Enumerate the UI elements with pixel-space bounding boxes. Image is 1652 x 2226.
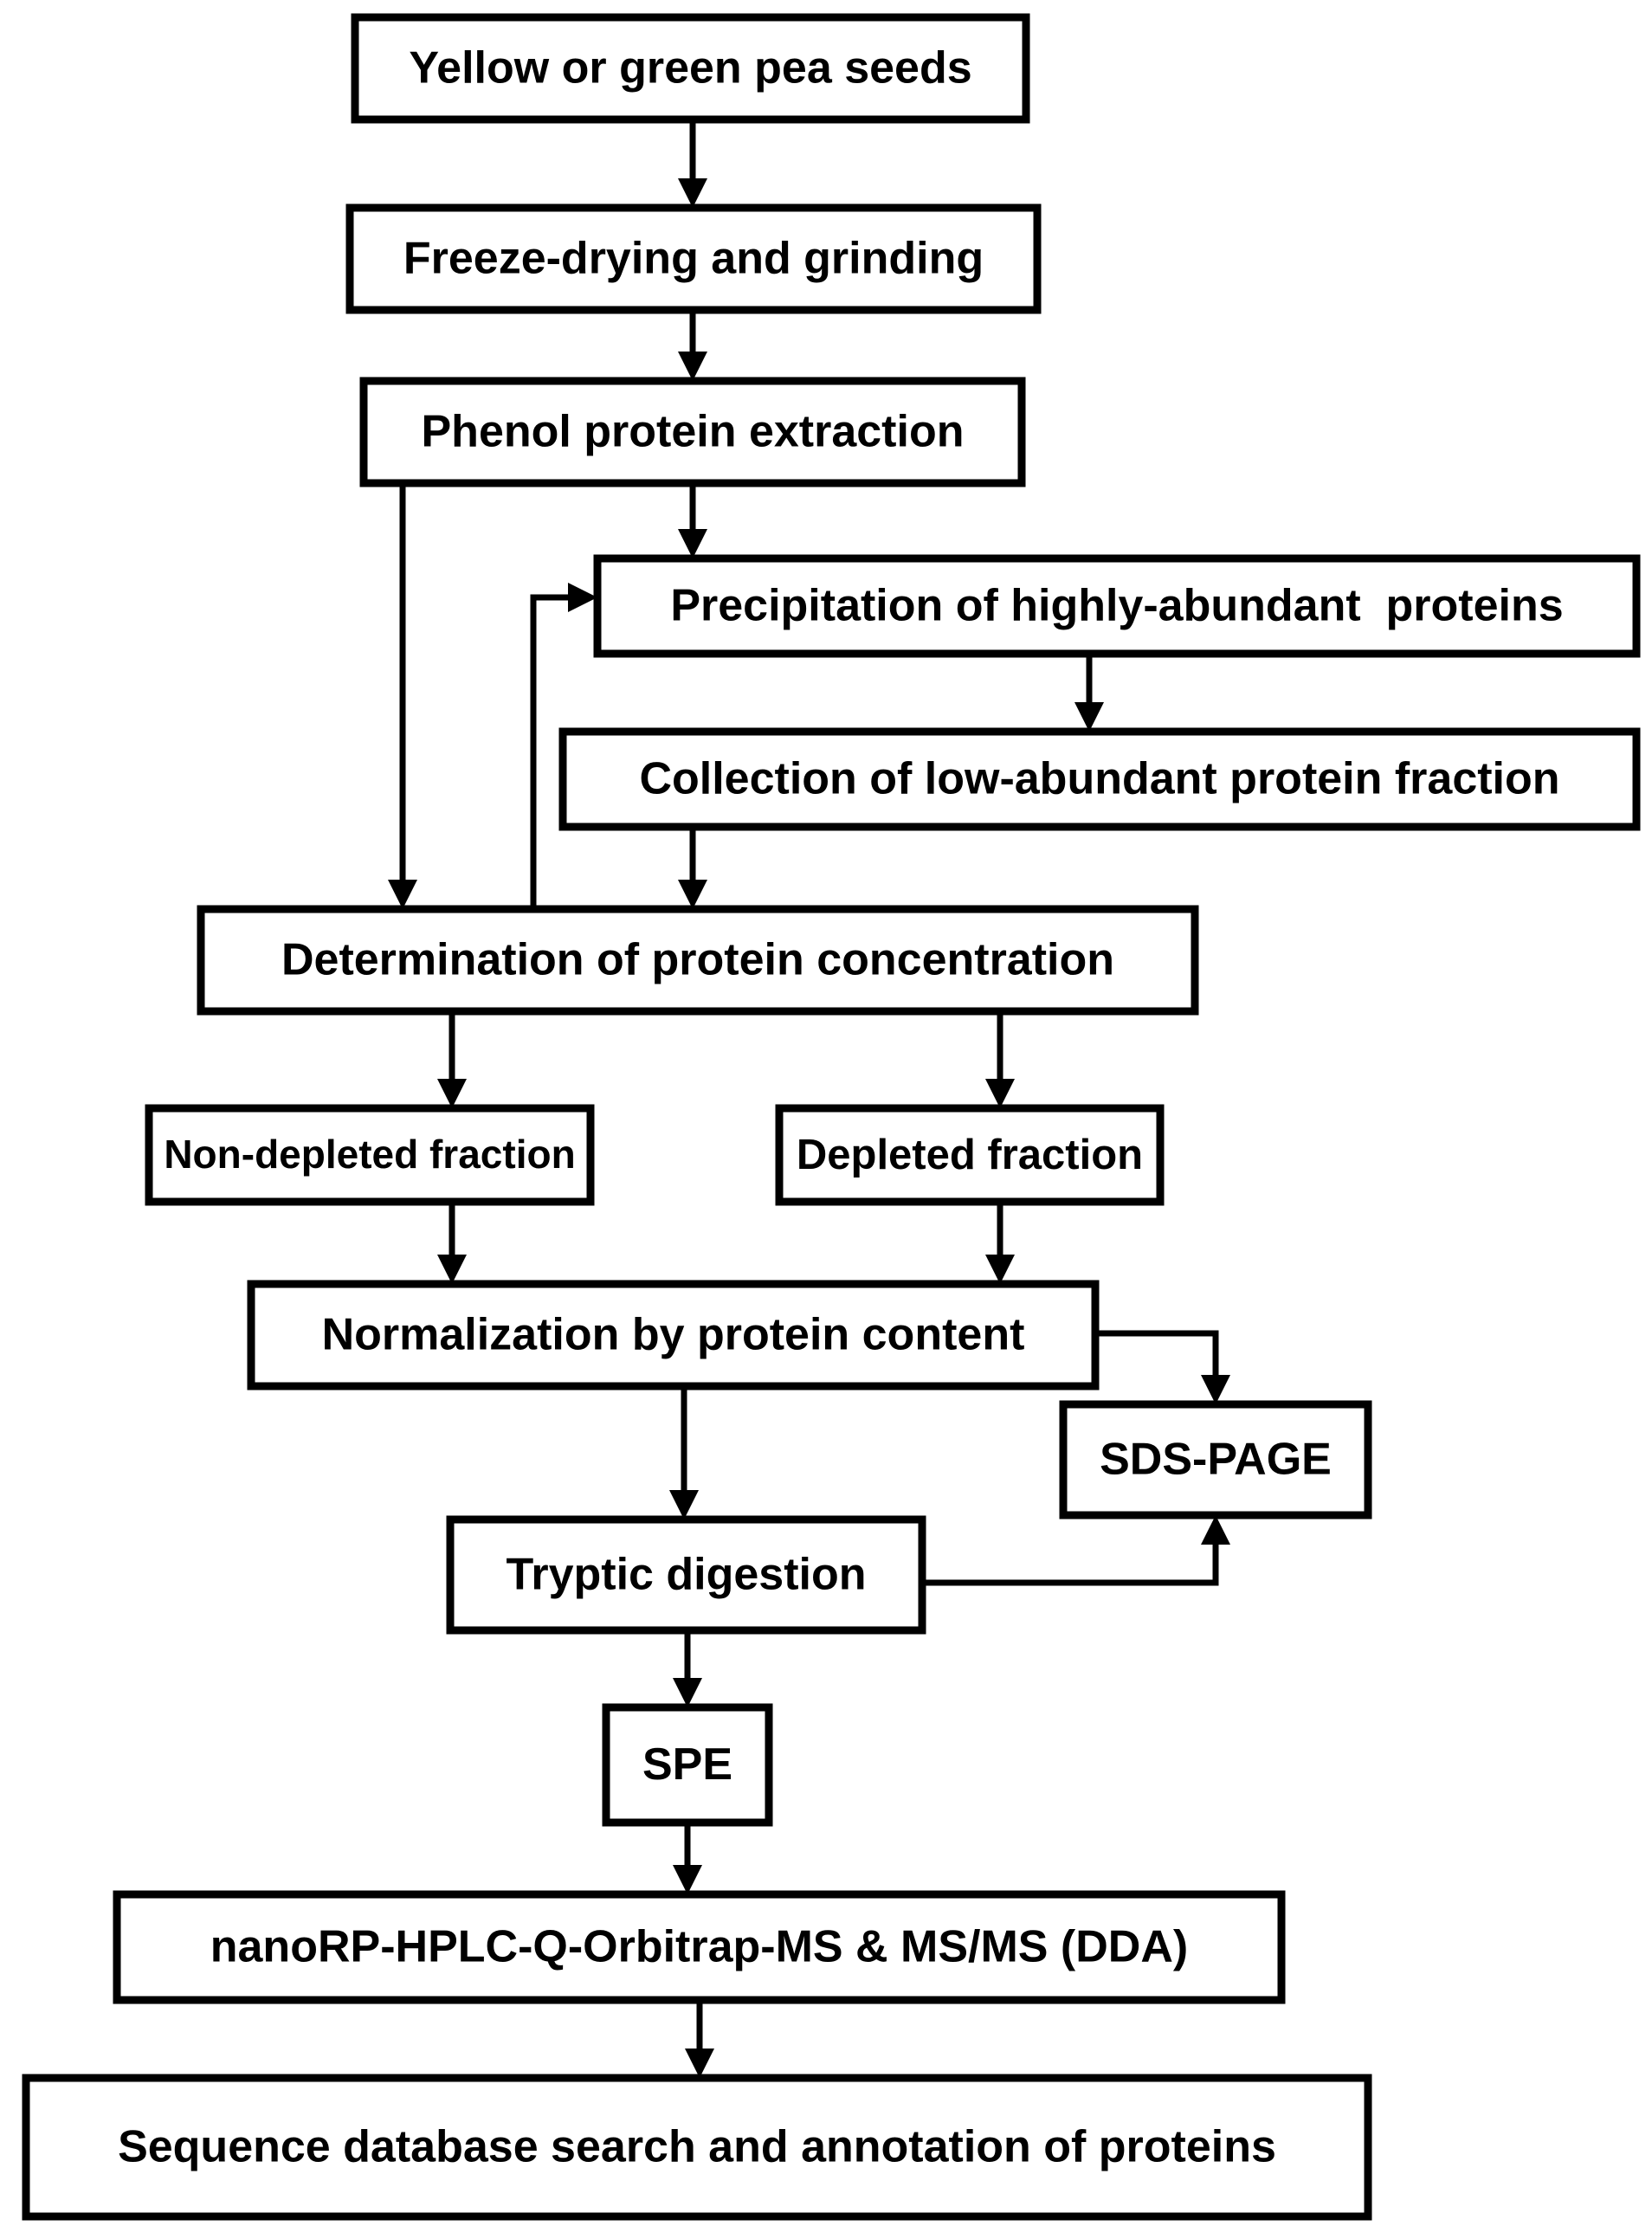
node-label-seeds: Yellow or green pea seeds (409, 43, 971, 94)
connector-tryptic-to-sdspage (922, 1515, 1230, 1586)
connector-determination-to-precipitation (530, 583, 597, 909)
node-box-sdspage (1059, 1400, 1372, 1519)
connector-tryptic-to-spe (673, 1630, 702, 1707)
node-nanorp[interactable]: nanoRP-HPLC-Q-Orbitrap-MS & MS/MS (DDA) (113, 1890, 1286, 2004)
node-box-spe (602, 1703, 773, 1827)
node-label-nondepleted: Non-depleted fraction (164, 1132, 575, 1177)
connector-depleted-to-normalization (985, 1202, 1015, 1284)
node-label-determination: Determination of protein concentration (281, 935, 1114, 985)
connector-normalization-to-tryptic (669, 1386, 699, 1519)
connector-precipitation-to-collection (1074, 654, 1104, 732)
connector-nanorp-to-sequence (685, 2000, 714, 2078)
node-normalization[interactable]: Normalization by protein content (247, 1280, 1100, 1390)
node-box-phenol (359, 377, 1026, 487)
node-label-freeze: Freeze-drying and grinding (403, 234, 984, 284)
node-box-freeze (345, 203, 1042, 314)
node-box-determination (197, 905, 1199, 1016)
node-precipitation[interactable]: Precipitation of highly-abundant protein… (593, 554, 1641, 658)
node-box-seeds (351, 13, 1030, 124)
node-spe[interactable]: SPE (602, 1703, 773, 1827)
node-label-spe: SPE (642, 1739, 732, 1790)
node-label-phenol: Phenol protein extraction (422, 407, 965, 457)
node-label-sdspage: SDS-PAGE (1100, 1435, 1332, 1485)
node-label-collection: Collection of low-abundant protein fract… (639, 754, 1559, 804)
node-label-normalization: Normalization by protein content (322, 1310, 1025, 1360)
node-seeds[interactable]: Yellow or green pea seeds (351, 13, 1030, 124)
node-label-nanorp: nanoRP-HPLC-Q-Orbitrap-MS & MS/MS (DDA) (210, 1922, 1188, 1972)
node-tryptic[interactable]: Tryptic digestion (446, 1515, 926, 1635)
node-box-precipitation (593, 554, 1641, 658)
node-label-tryptic: Tryptic digestion (506, 1550, 866, 1600)
node-label-sequence: Sequence database search and annotation … (118, 2122, 1276, 2172)
connector-nondepleted-to-normalization (437, 1202, 467, 1284)
node-sdspage[interactable]: SDS-PAGE (1059, 1400, 1372, 1519)
connector-layer (388, 119, 1230, 2078)
node-phenol[interactable]: Phenol protein extraction (359, 377, 1026, 487)
node-nondepleted[interactable]: Non-depleted fraction (145, 1104, 595, 1206)
connector-freeze-to-phenol (678, 310, 707, 381)
node-collection[interactable]: Collection of low-abundant protein fract… (558, 727, 1641, 831)
node-box-nondepleted (145, 1104, 595, 1206)
node-box-depleted (775, 1104, 1165, 1206)
node-label-depleted: Depleted fraction (797, 1132, 1143, 1178)
node-box-tryptic (446, 1515, 926, 1635)
node-box-nanorp (113, 1890, 1286, 2004)
connector-collection-to-determination (678, 827, 707, 909)
node-box-normalization (247, 1280, 1100, 1390)
node-label-precipitation: Precipitation of highly-abundant protein… (670, 581, 1563, 631)
connector-spe-to-nanorp (673, 1823, 702, 1894)
node-freeze[interactable]: Freeze-drying and grinding (345, 203, 1042, 314)
connector-normalization-to-sdspage (1095, 1330, 1230, 1404)
node-box-sequence (22, 2074, 1372, 2221)
connector-determination-to-nondepleted (437, 1011, 467, 1108)
node-determination[interactable]: Determination of protein concentration (197, 905, 1199, 1016)
connector-seeds-to-freeze (678, 119, 707, 208)
connector-determination-to-depleted (985, 1011, 1015, 1108)
connector-phenol-to-determination (388, 483, 417, 909)
node-sequence[interactable]: Sequence database search and annotation … (22, 2074, 1372, 2221)
connector-phenol-to-precipitation (678, 483, 707, 558)
node-box-collection (558, 727, 1641, 831)
node-depleted[interactable]: Depleted fraction (775, 1104, 1165, 1206)
